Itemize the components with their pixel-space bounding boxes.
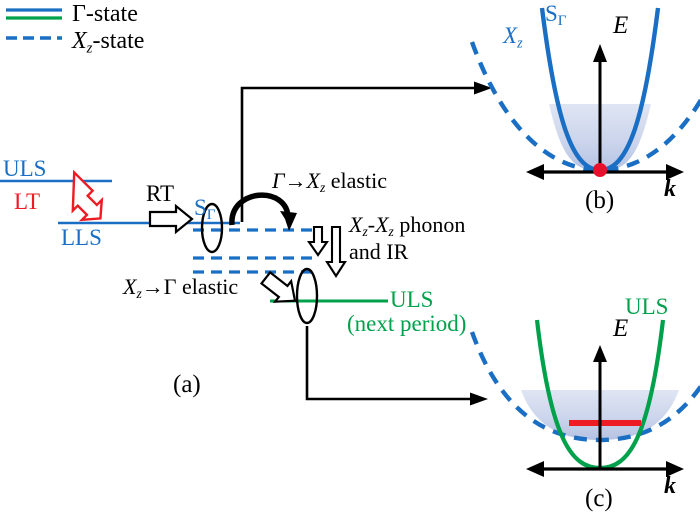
gamma-to-xz-suffix: elastic bbox=[325, 168, 387, 193]
panel-b-energy-axis bbox=[593, 44, 607, 172]
label-uls: ULS bbox=[3, 156, 47, 181]
panel-b-xz-parabola bbox=[469, 41, 700, 173]
label-rt: RT bbox=[146, 181, 175, 206]
connector-a-to-b bbox=[240, 81, 492, 222]
panel-b-label-sgamma: SΓ bbox=[545, 2, 567, 28]
legend-gamma-state-swatch bbox=[6, 8, 62, 20]
panel-c-label-uls: ULS bbox=[625, 294, 669, 319]
panel-b-k-axis-label: k bbox=[664, 176, 676, 202]
xz-to-gamma-prefix: X bbox=[123, 274, 137, 299]
panel-b-red-dot bbox=[593, 163, 607, 177]
legend-label-xz-state: Xz-state bbox=[72, 29, 144, 56]
panel-b-label-xz: Xz bbox=[503, 24, 523, 51]
caption-c: (c) bbox=[585, 485, 613, 512]
xz-to-gamma-subscript: z bbox=[136, 286, 142, 302]
phonon-sub2: z bbox=[388, 224, 394, 240]
xz-uls-crossing-ellipse bbox=[295, 267, 319, 325]
connector-a-to-c bbox=[305, 326, 488, 406]
panel-b-sgamma-subscript: Γ bbox=[557, 11, 567, 29]
legend-label-gamma-state: Γ-state bbox=[72, 1, 138, 27]
caption-b: (b) bbox=[585, 187, 615, 214]
legend-xz-suffix: -state bbox=[92, 28, 145, 54]
gamma-to-xz-curved-arrow bbox=[229, 192, 297, 231]
label-s-gamma: SΓ bbox=[194, 196, 216, 222]
label-gamma-to-xz-elastic: Γ→Xz elastic bbox=[272, 170, 387, 195]
s-gamma-subscript: Γ bbox=[206, 205, 216, 223]
gamma-to-xz-subscript: z bbox=[319, 180, 326, 196]
label-lt: LT bbox=[14, 189, 40, 214]
xz-to-gamma-elastic-arrow bbox=[259, 270, 297, 303]
legend-xz-prefix: X bbox=[72, 28, 87, 54]
panel-c-energy-axis-label: E bbox=[613, 315, 629, 342]
rt-transition-arrow bbox=[148, 203, 194, 235]
panel-b-sgamma-prefix: S bbox=[545, 1, 558, 26]
lt-transition-arrow bbox=[71, 169, 104, 222]
label-xz-to-gamma-elastic: Xz→Γ elastic bbox=[123, 276, 238, 301]
label-uls-next-period: (next period) bbox=[347, 311, 467, 336]
phonon-ir-down-arrow-long bbox=[325, 225, 347, 278]
panel-b-xz-prefix: X bbox=[503, 23, 518, 48]
phonon-word: phonon bbox=[393, 212, 466, 237]
panel-c-energy-axis bbox=[593, 345, 607, 470]
phonon-x2: -X bbox=[367, 212, 389, 237]
label-lls: LLS bbox=[61, 225, 102, 250]
legend-xz-subscript: z bbox=[86, 40, 93, 57]
caption-a: (a) bbox=[173, 371, 201, 398]
s-gamma-prefix: S bbox=[194, 195, 207, 220]
gamma-state-ellipse bbox=[200, 202, 224, 254]
label-xz-xz-phonon-line2: and IR bbox=[349, 239, 409, 264]
phonon-sub1: z bbox=[362, 224, 368, 240]
xz-to-gamma-suffix: →Γ elastic bbox=[141, 274, 239, 299]
gamma-to-xz-prefix: Γ→X bbox=[272, 168, 320, 193]
label-xz-xz-phonon-line1: Xz-Xz phonon bbox=[349, 214, 465, 239]
panel-c-k-axis-label: k bbox=[664, 473, 676, 499]
label-uls-next: ULS bbox=[390, 287, 434, 312]
panel-b-xz-subscript: z bbox=[517, 35, 523, 52]
panel-b-energy-axis-label: E bbox=[613, 12, 629, 39]
phonon-x1: X bbox=[349, 212, 363, 237]
phonon-ir-down-arrow-short bbox=[306, 225, 330, 257]
panel-c-k-axis bbox=[526, 461, 684, 477]
